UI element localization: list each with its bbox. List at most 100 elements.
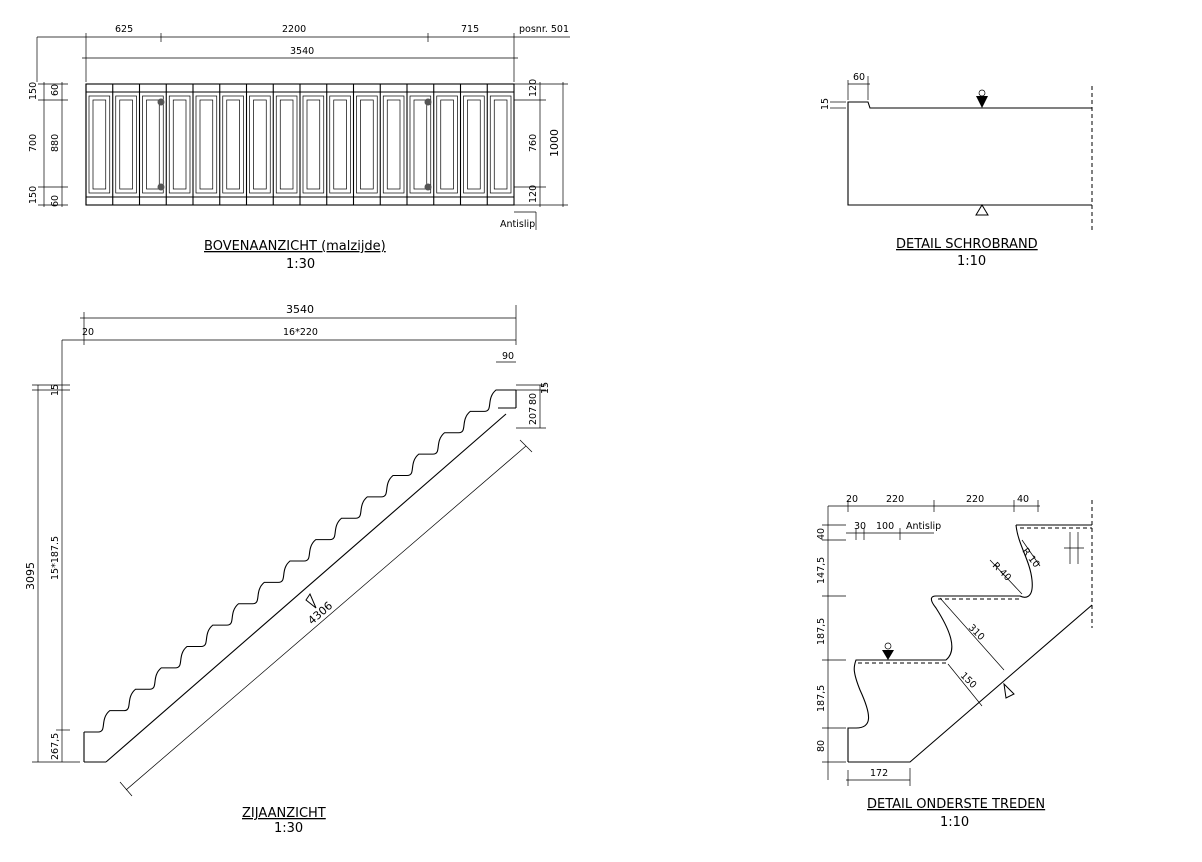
tread-slot bbox=[489, 95, 512, 194]
tread-slot bbox=[302, 95, 325, 194]
tread-inner bbox=[493, 99, 508, 190]
antislip-label-top: Antislip bbox=[500, 219, 535, 230]
tread-inner bbox=[199, 99, 214, 190]
tread-slot bbox=[142, 95, 164, 194]
top-view-scale: 1:30 bbox=[286, 257, 315, 272]
tread-slot bbox=[329, 95, 351, 194]
tread-slot bbox=[382, 95, 405, 194]
anchor-hole bbox=[424, 98, 432, 106]
tread-inner bbox=[440, 99, 454, 190]
treden-dim-150: 150 bbox=[958, 670, 979, 691]
dim-2200: 2200 bbox=[282, 24, 306, 35]
schrobrand-dim-15: 15 bbox=[820, 98, 831, 110]
treden-dim-40: 40 bbox=[1017, 494, 1029, 505]
dim-150-b: 150 bbox=[28, 186, 39, 204]
treden-level-marker bbox=[882, 650, 894, 660]
anchor-hole bbox=[157, 183, 165, 191]
treden-scale: 1:10 bbox=[940, 815, 969, 830]
tread-inner bbox=[253, 99, 267, 190]
side-dim-15-left: 15 bbox=[50, 384, 61, 396]
tread-slot bbox=[356, 95, 378, 194]
schrobrand-detail: 60 15 DETAIL SCHROBRAND 1:10 bbox=[820, 72, 1093, 269]
tread-slot bbox=[195, 95, 218, 194]
tread-inner bbox=[92, 99, 107, 190]
tread-slot bbox=[115, 95, 137, 194]
treden-dim-30: 30 bbox=[854, 521, 866, 532]
side-dim-207: 207 bbox=[528, 407, 539, 425]
treden-dim-100: 100 bbox=[876, 521, 894, 532]
treden-title: DETAIL ONDERSTE TREDEN bbox=[867, 797, 1045, 812]
tread-inner bbox=[306, 99, 321, 190]
side-dim-90: 90 bbox=[502, 351, 514, 362]
anchor-hole bbox=[157, 98, 165, 106]
tread-inner bbox=[413, 99, 428, 190]
side-dim-20: 20 bbox=[82, 327, 94, 338]
top-view-title: BOVENAANZICHT (malzijde) bbox=[204, 239, 386, 254]
posnr-label: posnr. 501 bbox=[519, 24, 569, 35]
treden-radius-10: R 10 bbox=[1020, 546, 1042, 570]
tread-inner bbox=[279, 99, 294, 190]
schrobrand-title: DETAIL SCHROBRAND bbox=[896, 237, 1038, 252]
side-dim-15-right: 15 bbox=[540, 382, 551, 394]
side-view-scale: 1:30 bbox=[274, 821, 303, 836]
tread-slots bbox=[85, 84, 512, 205]
tread-slot bbox=[249, 95, 271, 194]
tread-inner bbox=[360, 99, 374, 190]
treden-dim-310: 310 bbox=[966, 622, 987, 643]
top-view: 625 2200 715 posnr. 501 3540 150 700 150… bbox=[28, 24, 570, 272]
side-dim-3095: 3095 bbox=[24, 562, 37, 590]
treden-antislip-label: Antislip bbox=[906, 521, 941, 532]
dim-715: 715 bbox=[461, 24, 479, 35]
side-dim-15x187: 15*187.5 bbox=[50, 536, 61, 580]
tread-slot bbox=[275, 95, 298, 194]
tread-slot bbox=[88, 95, 111, 194]
dim-625: 625 bbox=[115, 24, 133, 35]
dim-150-a: 150 bbox=[28, 82, 39, 100]
treden-dim-v187-a: 187,5 bbox=[816, 618, 827, 645]
side-dim-16x220: 16*220 bbox=[283, 327, 318, 338]
tread-inner bbox=[172, 99, 187, 190]
treden-section-marker bbox=[1003, 682, 1015, 699]
treden-radius-40: R 40 bbox=[990, 560, 1013, 583]
stair-profile bbox=[84, 389, 516, 733]
dim-120-b: 120 bbox=[528, 185, 539, 203]
dim-60-a: 60 bbox=[50, 84, 61, 96]
treden-dim-v40: 40 bbox=[816, 528, 827, 540]
treden-dim-20: 20 bbox=[846, 494, 858, 505]
treden-profile bbox=[847, 524, 1093, 763]
dim-120-a: 120 bbox=[528, 79, 539, 97]
side-section-marker bbox=[305, 592, 317, 609]
side-dim-80: 80 bbox=[528, 393, 539, 405]
level-marker-bottom bbox=[975, 204, 989, 216]
treden-dim-v147: 147,5 bbox=[816, 557, 827, 584]
dim-880: 880 bbox=[50, 134, 61, 152]
schrobrand-dim-60: 60 bbox=[853, 72, 865, 83]
tread-inner bbox=[333, 99, 347, 190]
side-view-title: ZIJAANZICHT bbox=[242, 806, 326, 821]
dim-60-b: 60 bbox=[50, 195, 61, 207]
treden-detail: 20 220 220 40 30 100 Antislip 40 147,5 1… bbox=[816, 494, 1093, 830]
level-marker-top bbox=[976, 96, 988, 108]
tread-inner bbox=[146, 99, 160, 190]
treden-dim-172: 172 bbox=[870, 768, 888, 779]
side-dim-3540: 3540 bbox=[286, 303, 314, 316]
tread-slot bbox=[436, 95, 458, 194]
dim-3540-top: 3540 bbox=[290, 46, 314, 57]
treden-dim-220-a: 220 bbox=[886, 494, 904, 505]
dim-700: 700 bbox=[28, 134, 39, 152]
schrobrand-scale: 1:10 bbox=[957, 254, 986, 269]
tread-inner bbox=[467, 99, 481, 190]
treden-dim-220-b: 220 bbox=[966, 494, 984, 505]
side-view: 3540 20 16*220 90 4306 15 3095 15*187.5 … bbox=[24, 303, 551, 836]
tread-slot bbox=[409, 95, 432, 194]
tread-slot bbox=[168, 95, 191, 194]
tread-inner bbox=[119, 99, 133, 190]
anchor-hole bbox=[424, 183, 432, 191]
treden-dim-v187-b: 187,5 bbox=[816, 685, 827, 712]
side-dim-267: 267,5 bbox=[50, 733, 61, 760]
dim-760: 760 bbox=[528, 134, 539, 152]
tread-inner bbox=[226, 99, 240, 190]
tread-inner bbox=[386, 99, 401, 190]
treden-dim-v80: 80 bbox=[816, 740, 827, 752]
